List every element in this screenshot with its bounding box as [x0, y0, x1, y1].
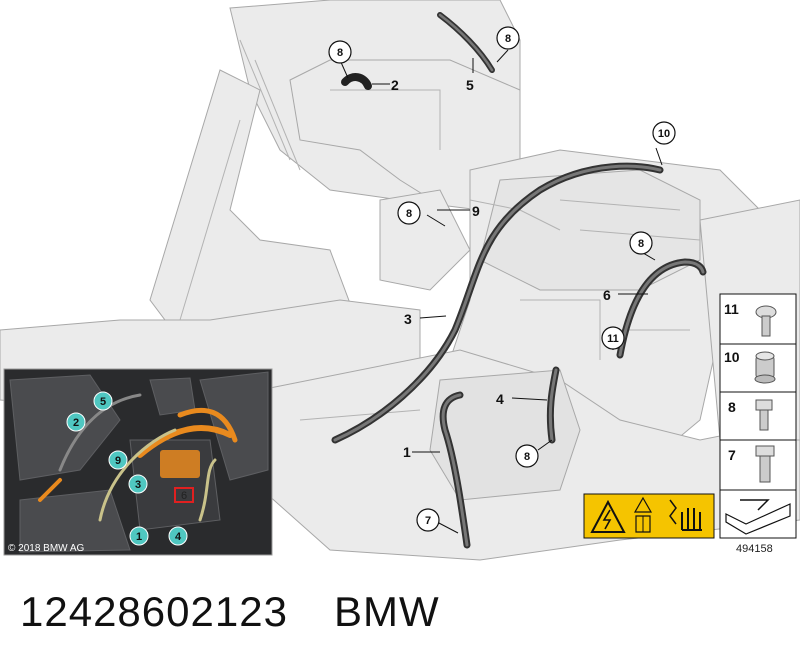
- part-number: 12428602123: [20, 588, 288, 635]
- fastener-legend: 11 10 8 7: [719, 293, 797, 539]
- callout-5: 5: [466, 77, 474, 93]
- inset-label-4: 4: [175, 531, 182, 543]
- torx-screw-icon: [755, 305, 777, 337]
- svg-text:8: 8: [406, 208, 412, 220]
- cable-2: [341, 73, 372, 90]
- inset-photo: 6 5 2 9 3 1 4 © 2018 BMW AG: [3, 368, 273, 556]
- svg-text:8: 8: [524, 451, 530, 463]
- circled-callout-8c: 8: [397, 201, 421, 225]
- svg-text:8: 8: [505, 33, 511, 45]
- legend-label-8: 8: [728, 399, 736, 415]
- electric-shock-icon: [669, 499, 677, 525]
- svg-text:10: 10: [658, 128, 670, 140]
- inset-teal-markers: 5 2 9 3 1 4: [66, 391, 188, 546]
- callout-4: 4: [496, 391, 504, 407]
- hand-icon: [681, 508, 702, 531]
- inset-copyright: © 2018 BMW AG: [8, 543, 85, 554]
- cables: [331, 12, 707, 549]
- svg-text:8: 8: [638, 238, 644, 250]
- circled-callout-10: 10: [652, 121, 676, 145]
- svg-text:11: 11: [607, 333, 619, 345]
- hex-flange-bolt-icon: [755, 445, 775, 483]
- manual-icon: [635, 515, 651, 533]
- circled-callout-7: 7: [416, 508, 440, 532]
- svg-text:7: 7: [425, 515, 431, 527]
- callout-2: 2: [391, 77, 399, 93]
- hex-bolt-icon: [755, 399, 773, 431]
- nut-icon: [754, 351, 776, 384]
- high-voltage-icon: [590, 499, 626, 533]
- circled-callout-11: 11: [601, 326, 625, 350]
- callout-1: 1: [403, 444, 411, 460]
- detail-lines: [179, 39, 701, 421]
- inset-label-1: 1: [136, 531, 142, 543]
- diagram-id: 494158: [736, 543, 773, 555]
- svg-text:8: 8: [337, 47, 343, 59]
- inset-label-5: 5: [100, 396, 106, 408]
- parts-diagram: 2 5 9 3 6 4 1 8 8 10 8 8 11 8 7: [0, 0, 800, 561]
- legend-label-10: 10: [724, 349, 740, 365]
- inset-label-2: 2: [73, 417, 79, 429]
- legend-label-11: 11: [724, 301, 739, 317]
- legend-label-7: 7: [728, 447, 736, 463]
- callout-9: 9: [472, 203, 480, 219]
- circled-callout-8b: 8: [496, 26, 520, 50]
- circled-callout-8e: 8: [515, 444, 539, 468]
- inset-label-3: 3: [135, 479, 141, 491]
- footer: 12428602123 BMW: [20, 588, 486, 636]
- insert-direction-icon: [725, 499, 791, 535]
- callout-6: 6: [603, 287, 611, 303]
- brand-name: BMW: [333, 588, 440, 635]
- warning-symbols: [583, 493, 715, 539]
- circled-callout-8a: 8: [328, 40, 352, 64]
- inset-label-6: 6: [181, 490, 187, 502]
- callout-3: 3: [404, 311, 412, 327]
- inset-label-9: 9: [115, 455, 121, 467]
- circled-callout-8d: 8: [629, 231, 653, 255]
- caution-icon: [633, 496, 653, 513]
